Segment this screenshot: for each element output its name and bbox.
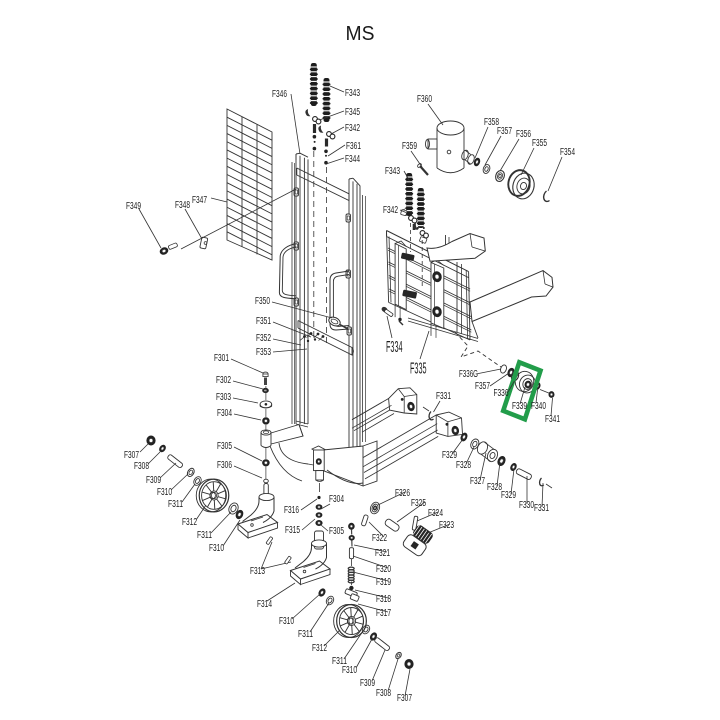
svg-text:F311: F311	[332, 656, 347, 667]
svg-text:F328: F328	[487, 482, 502, 493]
svg-text:F339: F339	[512, 401, 527, 412]
svg-text:F351: F351	[256, 316, 271, 327]
svg-text:F342: F342	[383, 205, 398, 216]
svg-text:F306: F306	[217, 460, 232, 471]
svg-text:F309: F309	[360, 678, 375, 689]
svg-text:F312: F312	[312, 643, 327, 654]
svg-text:F353: F353	[256, 347, 271, 358]
svg-text:F350: F350	[255, 296, 270, 307]
svg-text:F336: F336	[494, 388, 509, 399]
svg-text:F322: F322	[372, 533, 387, 544]
svg-text:F312: F312	[182, 517, 197, 528]
svg-text:F357: F357	[497, 126, 512, 137]
svg-text:F357: F357	[475, 381, 490, 392]
svg-text:F343: F343	[385, 166, 400, 177]
svg-text:F301: F301	[214, 353, 229, 364]
svg-text:F349: F349	[126, 201, 141, 212]
svg-text:F319: F319	[376, 577, 391, 588]
svg-text:F309: F309	[146, 475, 161, 486]
svg-text:F361: F361	[346, 141, 361, 152]
svg-text:F360: F360	[417, 94, 432, 105]
svg-text:F325: F325	[411, 498, 426, 509]
svg-text:F311: F311	[197, 530, 212, 541]
svg-text:F307: F307	[397, 693, 412, 704]
svg-text:F310: F310	[209, 543, 224, 554]
svg-text:F327: F327	[470, 476, 485, 487]
svg-text:F342: F342	[345, 123, 360, 134]
svg-text:F352: F352	[256, 333, 271, 344]
svg-text:F314: F314	[257, 599, 272, 610]
svg-text:F329: F329	[501, 490, 516, 501]
svg-text:F334: F334	[386, 339, 403, 356]
svg-text:F316: F316	[284, 505, 299, 516]
svg-text:F310: F310	[157, 487, 172, 498]
svg-text:F304: F304	[329, 494, 344, 505]
svg-text:F324: F324	[428, 508, 443, 519]
svg-text:F355: F355	[532, 138, 547, 149]
svg-text:F311: F311	[298, 629, 313, 640]
svg-text:F310: F310	[279, 616, 294, 627]
svg-text:F303: F303	[216, 392, 231, 403]
svg-text:MS: MS	[346, 22, 375, 45]
svg-text:F328: F328	[456, 460, 471, 471]
svg-text:F311: F311	[168, 499, 183, 510]
svg-text:F347: F347	[192, 195, 207, 206]
svg-text:F305: F305	[217, 441, 232, 452]
svg-text:F358: F358	[484, 117, 499, 128]
svg-text:F340: F340	[531, 401, 546, 412]
svg-text:F336G: F336G	[459, 369, 478, 380]
svg-text:F354: F354	[560, 147, 575, 158]
svg-text:F308: F308	[134, 461, 149, 472]
svg-text:F330: F330	[519, 500, 534, 511]
svg-text:F356: F356	[516, 129, 531, 140]
svg-text:F345: F345	[345, 107, 360, 118]
svg-text:F318: F318	[376, 594, 391, 605]
svg-text:F304: F304	[217, 408, 232, 419]
svg-text:F320: F320	[376, 564, 391, 575]
svg-text:F317: F317	[376, 608, 391, 619]
svg-text:F331: F331	[534, 503, 549, 514]
svg-text:F321: F321	[375, 548, 390, 559]
svg-text:F343: F343	[345, 88, 360, 99]
svg-text:F346: F346	[272, 89, 287, 100]
svg-text:F305: F305	[329, 526, 344, 537]
svg-text:F329: F329	[442, 450, 457, 461]
svg-text:F313: F313	[250, 566, 265, 577]
svg-text:F341: F341	[545, 414, 560, 425]
svg-text:F331: F331	[436, 391, 451, 402]
svg-text:F307: F307	[124, 450, 139, 461]
svg-text:F308: F308	[376, 688, 391, 699]
svg-text:F315: F315	[285, 525, 300, 536]
svg-text:F310: F310	[342, 665, 357, 676]
svg-text:F335: F335	[410, 361, 427, 378]
svg-text:F344: F344	[345, 154, 360, 165]
svg-text:F359: F359	[402, 141, 417, 152]
svg-text:F302: F302	[216, 375, 231, 386]
svg-text:F348: F348	[175, 200, 190, 211]
